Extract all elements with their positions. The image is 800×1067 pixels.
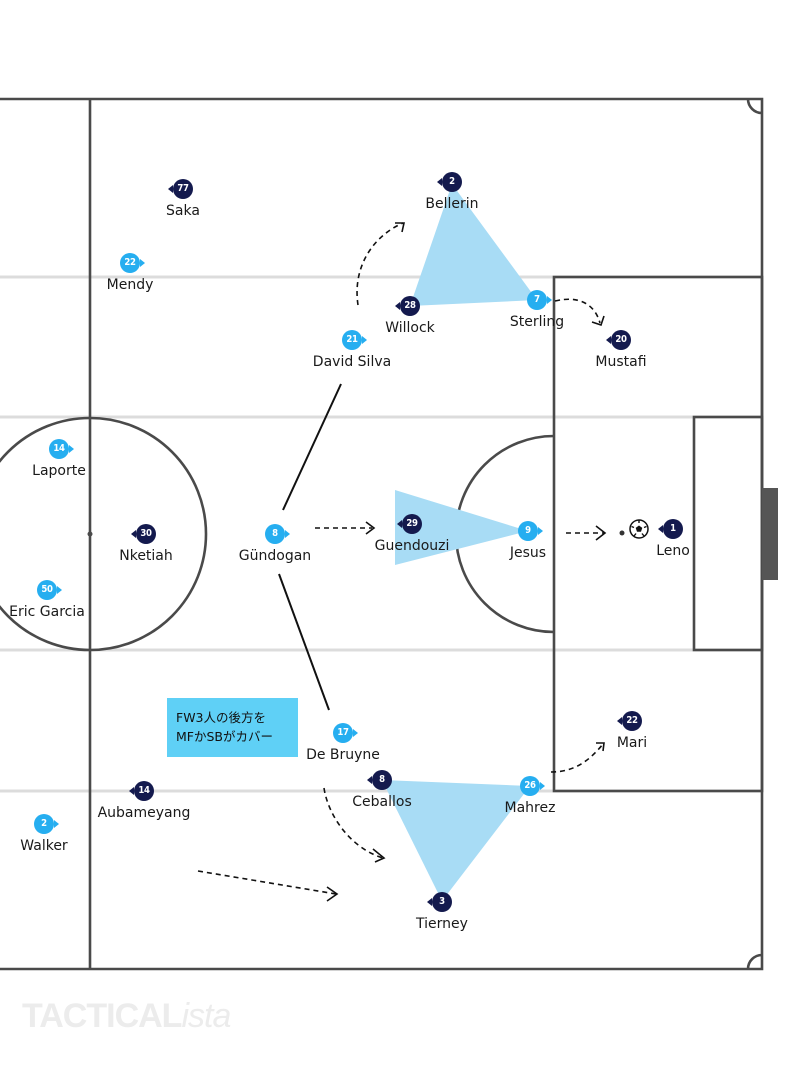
player-name: Mendy (106, 277, 154, 293)
coverage-triangles (382, 184, 537, 901)
player-name: Aubameyang (97, 805, 191, 821)
player-number-badge: 26 (520, 776, 540, 796)
player-name: Ceballos (352, 794, 412, 810)
player-name: Tierney (416, 916, 468, 932)
player-name: De Bruyne (306, 747, 380, 763)
player-number-badge: 2 (34, 814, 54, 834)
annotation-box: FW3人の後方を MFかSBがカバー (167, 698, 298, 757)
player-name: Mustafi (595, 354, 647, 370)
player-number-badge: 9 (518, 521, 538, 541)
player-number-badge: 14 (49, 439, 69, 459)
player-name: Mari (616, 735, 648, 751)
player-number-badge: 3 (432, 892, 452, 912)
goal (762, 488, 778, 580)
player-number-badge: 22 (622, 711, 642, 731)
player-name: Gündogan (238, 548, 312, 564)
player-number-badge: 22 (120, 253, 140, 273)
player-name: Mahrez (504, 800, 556, 816)
player-number-badge: 7 (527, 290, 547, 310)
movement-arrows (197, 222, 604, 895)
player-number-badge: 77 (173, 179, 193, 199)
player-number-badge: 2 (442, 172, 462, 192)
player-number-badge: 8 (265, 524, 285, 544)
tacticalista-logo: TACTICALista (22, 997, 231, 1035)
player-name: David Silva (312, 354, 392, 370)
player-name: Laporte (32, 463, 86, 479)
player-name: Guendouzi (374, 538, 450, 554)
player-name: Willock (385, 320, 435, 336)
player-number-badge: 21 (342, 330, 362, 350)
connection-lines (278, 383, 342, 711)
player-name: Saka (166, 203, 200, 219)
player-number-badge: 28 (400, 296, 420, 316)
player-number-badge: 8 (372, 770, 392, 790)
arrow-heads (326, 222, 607, 902)
annotation-line-1: FW3人の後方を (176, 710, 267, 725)
player-name: Walker (20, 838, 68, 854)
player-name: Bellerin (425, 196, 479, 212)
player-number-badge: 17 (333, 723, 353, 743)
player-name: Nketiah (119, 548, 173, 564)
player-number-badge: 29 (402, 514, 422, 534)
player-number-badge: 1 (663, 519, 683, 539)
player-number-badge: 20 (611, 330, 631, 350)
annotation-line-2: MFかSBがカバー (176, 729, 273, 744)
player-number-badge: 14 (134, 781, 154, 801)
player-number-badge: 50 (37, 580, 57, 600)
player-number-badge: 30 (136, 524, 156, 544)
player-name: Sterling (509, 314, 565, 330)
player-name: Leno (656, 543, 690, 559)
player-name: Eric Garcia (9, 604, 85, 620)
soccer-ball-icon (629, 519, 649, 539)
player-name: Jesus (509, 545, 547, 561)
